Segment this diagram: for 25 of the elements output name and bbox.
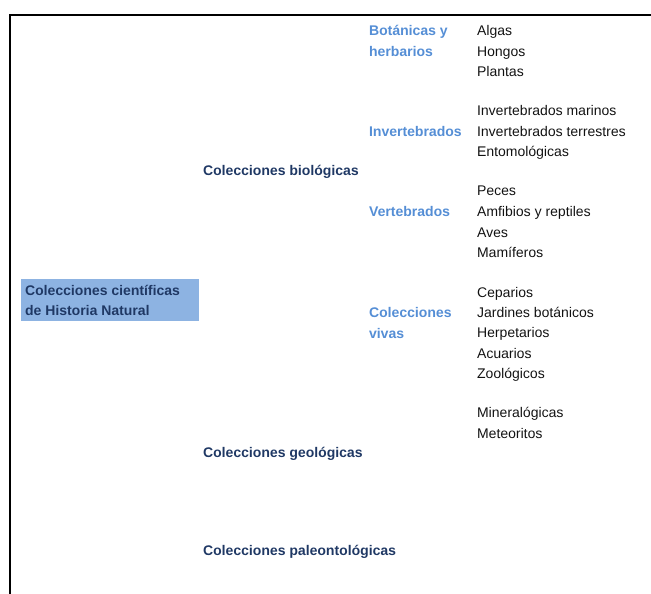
- list-item: Hongos: [477, 42, 526, 61]
- list-item: Mamíferos: [477, 243, 544, 262]
- category-heading: Invertebrados: [369, 122, 463, 141]
- list-item: Amfibios y reptiles: [477, 202, 591, 221]
- list-item: Plantas: [477, 62, 524, 81]
- list-item: Peces: [477, 181, 516, 200]
- list-item: Mineralógicas: [477, 403, 564, 422]
- category-heading: Vertebrados: [369, 202, 451, 221]
- list-item: Acuarios: [477, 344, 532, 363]
- list-item: Invertebrados marinos: [477, 101, 616, 120]
- list-item: Ceparios: [477, 283, 534, 302]
- group-heading: Colecciones biológicas: [203, 161, 359, 180]
- list-item: Aves: [477, 223, 508, 242]
- group-heading: Colecciones geológicas: [203, 443, 362, 462]
- list-item: Meteoritos: [477, 424, 542, 443]
- category-heading: Colecciones vivas: [369, 303, 452, 342]
- list-item: Invertebrados terrestres: [477, 122, 626, 141]
- category-heading: Botánicas y herbarios: [369, 21, 449, 60]
- list-item: Jardines botánicos: [477, 303, 594, 322]
- list-item: Algas: [477, 21, 512, 40]
- list-item: Entomológicas: [477, 142, 569, 161]
- list-item: Herpetarios: [477, 323, 550, 342]
- root-box: Colecciones científicas de Historia Natural: [21, 279, 199, 321]
- list-item: Zoológicos: [477, 364, 545, 383]
- group-heading: Colecciones paleontológicas: [203, 541, 396, 560]
